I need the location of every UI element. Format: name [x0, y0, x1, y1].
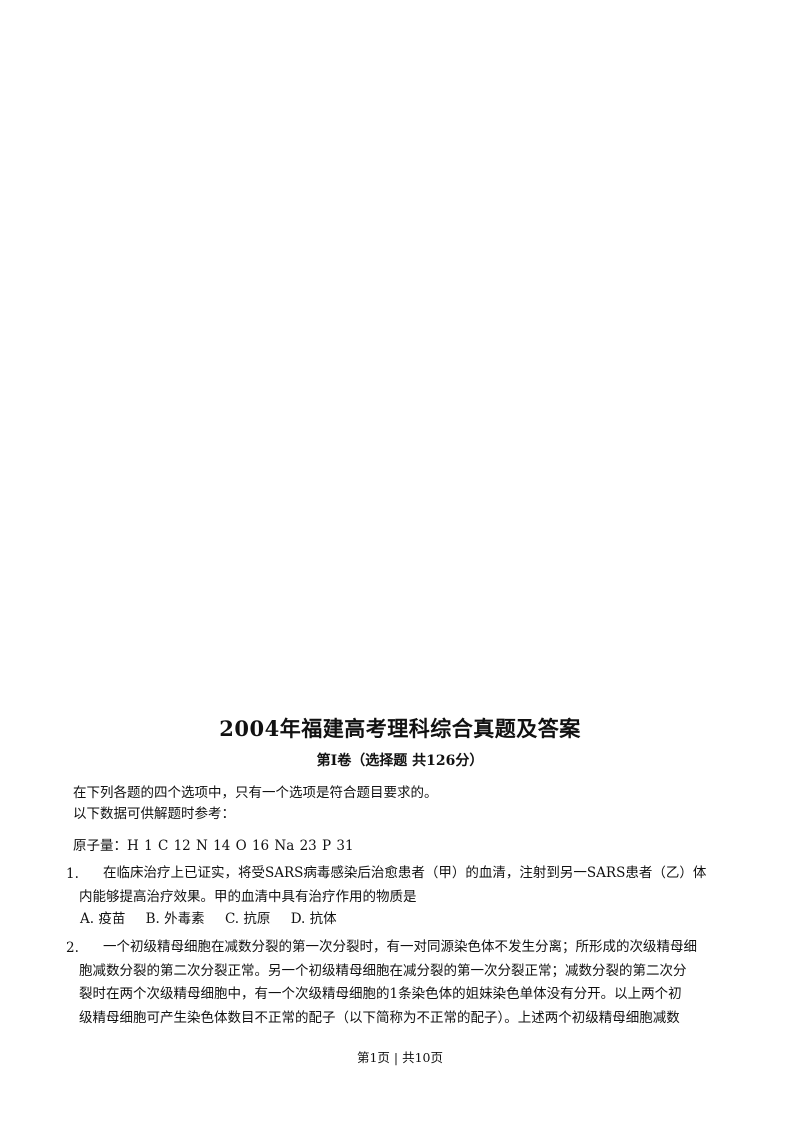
document-title: 2004年福建高考理科综合真题及答案	[219, 716, 581, 741]
page-footer: 第1页 | 共10页	[356, 1050, 444, 1065]
option-d: D. 抗体	[290, 911, 337, 927]
question-line: 级精母细胞可产生染色体数目不正常的配子（以下简称为不正常的配子）。上述两个初级精…	[79, 1009, 680, 1026]
option-b: B. 外毒素	[145, 911, 205, 927]
question-number: 1.	[66, 866, 79, 882]
option-a: A. 疫苗	[80, 911, 126, 927]
question-line: 裂时在两个次级精母细胞中，有一个次级精母细胞的1条染色体的姐妹染色单体没有分开。…	[79, 986, 682, 1002]
question-line: 胞减数分裂的第二次分裂正常。另一个初级精母细胞在减分裂的第一次分裂正常；减数分裂…	[79, 962, 687, 979]
question-text: 在临床治疗上已证实，将受SARS病毒感染后治愈患者（甲）的血清，注射到另一SAR…	[79, 862, 739, 909]
question-line: 在临床治疗上已证实，将受SARS病毒感染后治愈患者（甲）的血清，注射到另一SAR…	[103, 865, 707, 881]
instruction-line: 在下列各题的四个选项中，只有一个选项是符合题目要求的。	[73, 785, 438, 801]
question-number: 2.	[66, 940, 79, 956]
atomic-weights-line: 原子量：H 1 C 12 N 14 O 16 Na 23 P 31	[73, 838, 354, 854]
option-list: A. 疫苗 B. 外毒素 C. 抗原 D. 抗体	[80, 907, 353, 927]
question-text: 一个初级精母细胞在减数分裂的第一次分裂时，有一对同源染色体不发生分离；所形成的次…	[79, 936, 739, 1030]
instruction-line: 以下数据可供解题时参考：	[73, 806, 235, 822]
question-line: 内能够提高治疗效果。甲的血清中具有治疗作用的物质是	[79, 888, 417, 905]
question-line: 一个初级精母细胞在减数分裂的第一次分裂时，有一对同源染色体不发生分离；所形成的次…	[103, 939, 697, 955]
section-title: 第Ⅰ卷（选择题 共126分）	[316, 753, 484, 769]
option-c: C. 抗原	[224, 911, 271, 927]
